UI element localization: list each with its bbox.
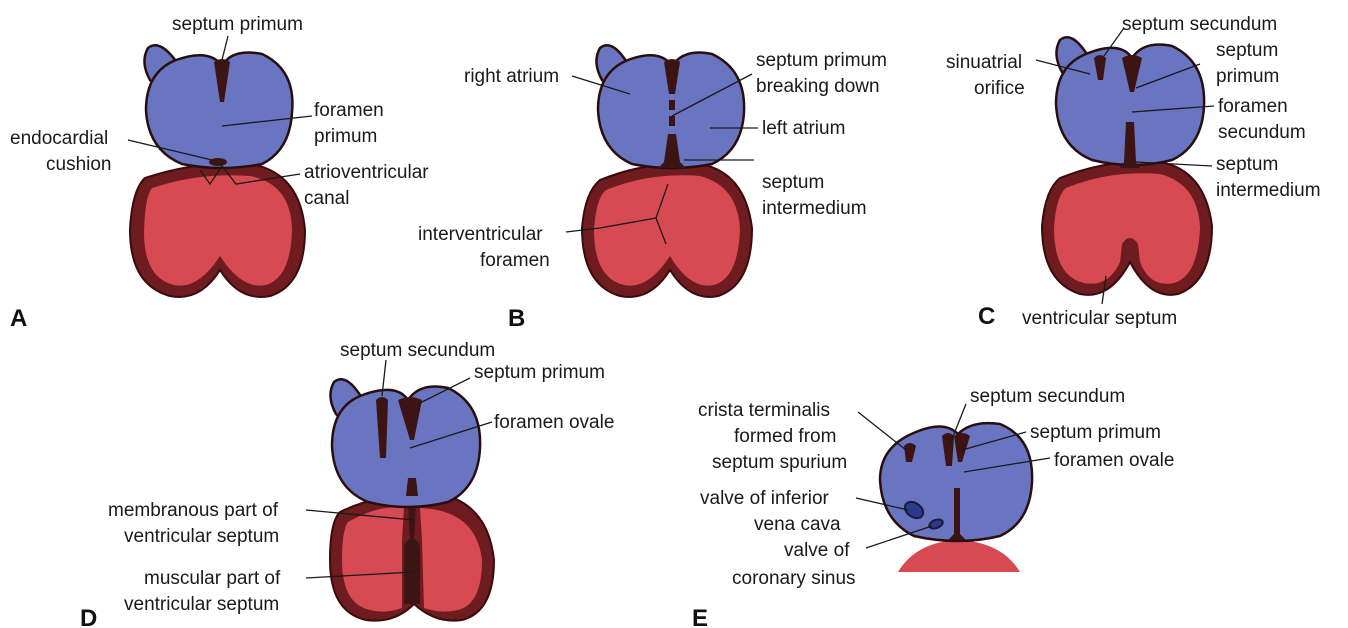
label-av-canal-a-1: atrioventricular: [304, 162, 429, 183]
panel-letter-c: C: [978, 303, 995, 330]
label-valve-coronary-sinus-e-2: coronary sinus: [732, 568, 856, 589]
label-interventricular-foramen-b-2: foramen: [480, 250, 550, 271]
panel-letter-b: B: [508, 305, 525, 332]
label-crista-terminalis-e-3: septum spurium: [712, 452, 847, 473]
label-septum-primum-breaking-b-2: breaking down: [756, 76, 880, 97]
label-right-atrium-b: right atrium: [464, 66, 559, 87]
muscular-septum-d: [404, 538, 420, 604]
label-foramen-primum-a-2: primum: [314, 126, 377, 147]
label-muscular-part-d-2: ventricular septum: [124, 594, 279, 615]
label-foramen-primum-a-1: foramen: [314, 100, 384, 121]
panel-letter-e: E: [692, 605, 708, 628]
septum-fragment-b-1: [669, 100, 675, 110]
label-crista-terminalis-e-1: crista terminalis: [698, 400, 830, 421]
label-membranous-part-d-1: membranous part of: [108, 500, 279, 521]
label-foramen-ovale-d: foramen ovale: [494, 412, 614, 433]
label-endocardial-cushion-a-2: cushion: [46, 154, 112, 175]
label-septum-primum-d: septum primum: [474, 362, 605, 383]
label-ventricular-septum-c: ventricular septum: [1022, 308, 1177, 329]
panel-letter-a: A: [10, 305, 27, 332]
panel-a: septum primum foramen primum endocardial…: [10, 14, 429, 332]
ventricle-top-e: [898, 540, 1020, 572]
label-foramen-secundum-c-1: foramen: [1218, 96, 1288, 117]
label-foramen-ovale-e: foramen ovale: [1054, 450, 1174, 471]
panel-letter-d: D: [80, 605, 97, 628]
label-foramen-secundum-c-2: secundum: [1218, 122, 1306, 143]
label-septum-secundum-d: septum secundum: [340, 340, 495, 361]
septum-fragment-b-2: [669, 116, 675, 126]
panel-b: right atrium septum primum breaking down…: [418, 45, 887, 332]
panel-e: crista terminalis formed from septum spu…: [692, 386, 1174, 628]
label-membranous-part-d-2: ventricular septum: [124, 526, 279, 547]
label-valve-ivc-e-2: vena cava: [754, 514, 841, 535]
panel-d: septum secundum septum primum foramen ov…: [80, 340, 614, 628]
septum-intermedium-d: [406, 478, 418, 496]
label-interventricular-foramen-b-1: interventricular: [418, 224, 543, 245]
panel-c: septum secundum sinuatrial orifice septu…: [946, 14, 1321, 330]
label-septum-primum-c-1: septum: [1216, 40, 1278, 61]
label-left-atrium-b: left atrium: [762, 118, 845, 139]
label-septum-intermedium-b-1: septum: [762, 172, 824, 193]
label-muscular-part-d-1: muscular part of: [144, 568, 281, 589]
label-sinuatrial-orifice-c-1: sinuatrial: [946, 52, 1022, 73]
label-valve-coronary-sinus-e-1: valve of: [784, 540, 850, 561]
label-septum-secundum-c: septum secundum: [1122, 14, 1277, 35]
endocardial-cushion-a: [209, 158, 227, 166]
ventricle-cavity-d-left: [342, 507, 404, 611]
label-septum-primum-a: septum primum: [172, 14, 303, 35]
label-crista-terminalis-e-2: formed from: [734, 426, 836, 447]
label-septum-intermedium-b-2: intermedium: [762, 198, 867, 219]
label-endocardial-cushion-a-1: endocardial: [10, 128, 108, 149]
label-septum-intermedium-c-1: septum: [1216, 154, 1278, 175]
label-septum-primum-c-2: primum: [1216, 66, 1279, 87]
label-septum-intermedium-c-2: intermedium: [1216, 180, 1321, 201]
label-valve-ivc-e-1: valve of inferior: [700, 488, 830, 509]
label-sinuatrial-orifice-c-2: orifice: [974, 78, 1025, 99]
label-septum-primum-e: septum primum: [1030, 422, 1161, 443]
label-av-canal-a-2: canal: [304, 188, 349, 209]
label-septum-primum-breaking-b-1: septum primum: [756, 50, 887, 71]
label-septum-secundum-e: septum secundum: [970, 386, 1125, 407]
